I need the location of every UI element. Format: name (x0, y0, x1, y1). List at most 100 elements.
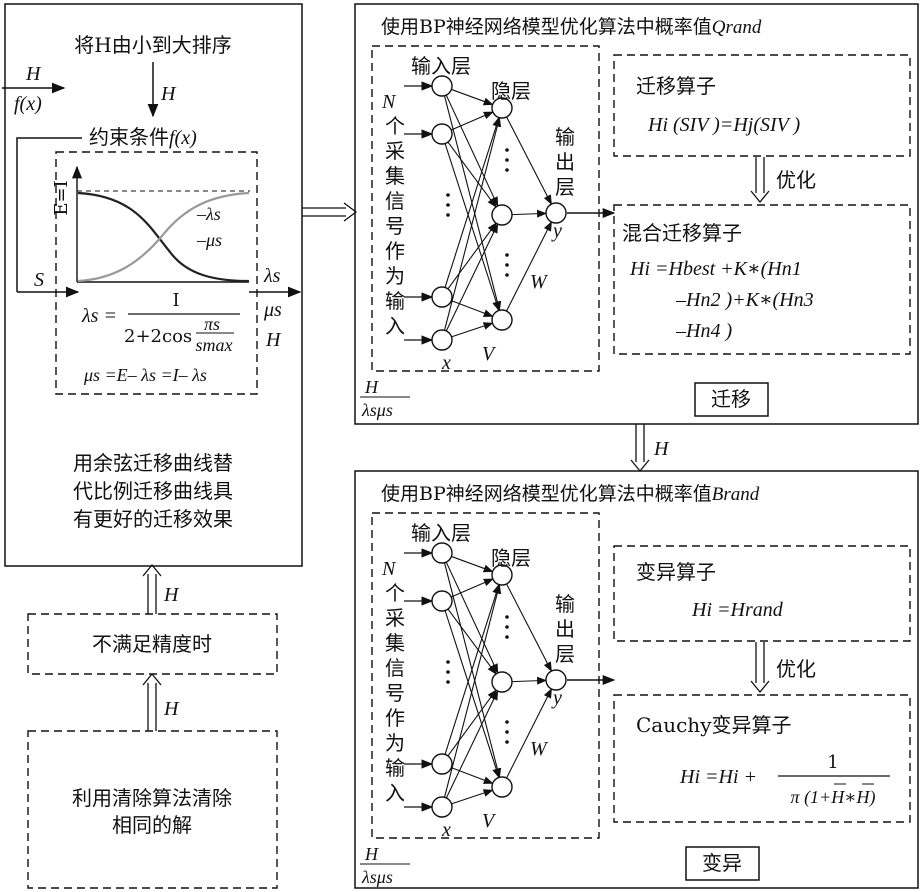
bottom-connection (450, 578, 494, 598)
top-node (431, 286, 453, 308)
bottom-ellipsis-dot (505, 740, 509, 744)
top-node (491, 309, 513, 331)
bottom-output-layer-1: 输 (555, 592, 575, 616)
bottom-ellipsis-dot (505, 720, 509, 724)
formula-lambda-den-frac-den: smax (196, 335, 233, 355)
bottom-output-connection (511, 676, 547, 685)
top-ellipsis-dot (505, 253, 509, 257)
bottom-nn-dashed-box (371, 512, 600, 839)
note-line-3: 有更好的迁移效果 (73, 507, 233, 531)
top-neural-network (404, 75, 567, 351)
bottom-w-label: W (530, 738, 549, 760)
bottom-connection (451, 789, 494, 805)
top-node (491, 97, 513, 119)
left-to-top-double-arrow (302, 202, 358, 222)
migration-curve-graph: E=I –λs –μs (51, 165, 250, 283)
top-connection (447, 141, 497, 208)
bottom-op2-den: π (1+H∗H) (791, 787, 876, 808)
top-ellipsis-dot (505, 148, 509, 152)
lambda-curve (77, 191, 250, 283)
bottom-connection (447, 689, 497, 757)
bottom-ellipsis-dot (446, 660, 450, 664)
top-connection (450, 111, 494, 131)
graph-y-label: E=I (51, 180, 72, 215)
top-output-connection (506, 221, 552, 312)
bottom-x-label: x (441, 819, 451, 841)
top-op2-dashed-box (613, 204, 911, 355)
formula-lambda-den: 2+2cos (124, 326, 192, 347)
top-connection (447, 222, 497, 290)
mu-curve (77, 191, 250, 283)
top-ellipsis-dot (446, 213, 450, 217)
note-line-1: 用余弦迁移曲线替 (73, 451, 233, 475)
top-ellipsis-dot (505, 273, 509, 277)
mid-h-label: H (653, 438, 670, 460)
bottom-node (431, 753, 453, 775)
top-y-label: y (551, 220, 562, 242)
top-hidden-layer-label: 隐层 (491, 79, 531, 103)
up-arrow-2-h: H (163, 698, 180, 720)
top-input-layer-label: 输入层 (411, 54, 471, 78)
top-ellipsis-dot (505, 158, 509, 162)
bottom-corner-ls: λsμs (361, 867, 393, 887)
output-mu: μs (263, 299, 282, 321)
clear-dashed-box (27, 730, 278, 889)
sort-down-h: H (160, 83, 177, 105)
top-caption-char: 作 (385, 239, 405, 263)
top-node (431, 123, 453, 145)
formula-lambda-den-frac-num: πs (204, 314, 220, 334)
top-connection (445, 94, 499, 207)
input-h-label: H (25, 63, 42, 85)
bottom-caption-char: 输 (385, 756, 405, 780)
top-connection (443, 116, 502, 331)
constraint-dashed-box (55, 151, 258, 395)
top-n-label: N (381, 91, 397, 113)
constraint-bracket (16, 137, 82, 292)
up-double-arrow-1 (142, 563, 162, 614)
bottom-connection (444, 583, 501, 755)
bottom-ellipsis-dot (505, 635, 509, 639)
bottom-op2-dashed-box (613, 694, 911, 823)
bottom-y-label: y (551, 687, 562, 709)
bottom-tag-text: 变异 (702, 851, 742, 875)
clear-line-2: 相同的解 (112, 813, 192, 837)
bottom-node (491, 776, 513, 798)
top-optimize-label: 优化 (776, 168, 816, 192)
bottom-caption-char: 信 (385, 656, 405, 680)
bottom-panel-title: 使用BP神经网络模型优化算法中概率值Brand (381, 483, 760, 505)
top-op1-formula: Hi (SIV )=Hj(SIV ) (647, 114, 801, 136)
formula-lambda-num: I (172, 290, 179, 311)
top-op1-title: 迁移算子 (636, 74, 716, 98)
top-op2-line3: –Hn4 ) (675, 320, 732, 342)
bottom-output-connection (506, 583, 552, 672)
constraint-title: 约束条件f(x) (89, 125, 197, 149)
bottom-connection (447, 608, 497, 675)
bottom-v-label: V (482, 810, 497, 832)
top-nn-dashed-box (371, 45, 600, 372)
up-double-arrow-2 (142, 672, 162, 731)
bottom-ellipsis-dot (505, 625, 509, 629)
top-to-bottom-double-arrow (630, 424, 650, 473)
bottom-connection (444, 610, 500, 779)
top-w-label: W (530, 271, 549, 293)
top-op1-dashed-box (613, 54, 911, 157)
top-caption-char: 输 (385, 289, 405, 313)
bottom-ellipsis-dot (446, 670, 450, 674)
bottom-caption-char: 号 (385, 681, 405, 705)
legend-mu: –μs (196, 230, 222, 250)
bottom-caption-char: 作 (385, 706, 405, 730)
bottom-output-layer-3: 层 (555, 642, 575, 666)
bottom-caption-char: 个 (385, 581, 405, 605)
top-node (491, 204, 513, 226)
top-optimize-double-arrow (750, 157, 770, 204)
bottom-connection (451, 555, 494, 573)
bottom-hidden-layer-label: 隐层 (491, 546, 531, 570)
top-caption-char: 个 (385, 114, 405, 138)
top-caption-char: 信 (385, 189, 405, 213)
top-tag-text: 迁移 (711, 387, 751, 411)
top-caption-char: 为 (385, 264, 405, 288)
bottom-op1-formula: Hi =Hrand (691, 599, 784, 621)
bottom-node (431, 590, 453, 612)
